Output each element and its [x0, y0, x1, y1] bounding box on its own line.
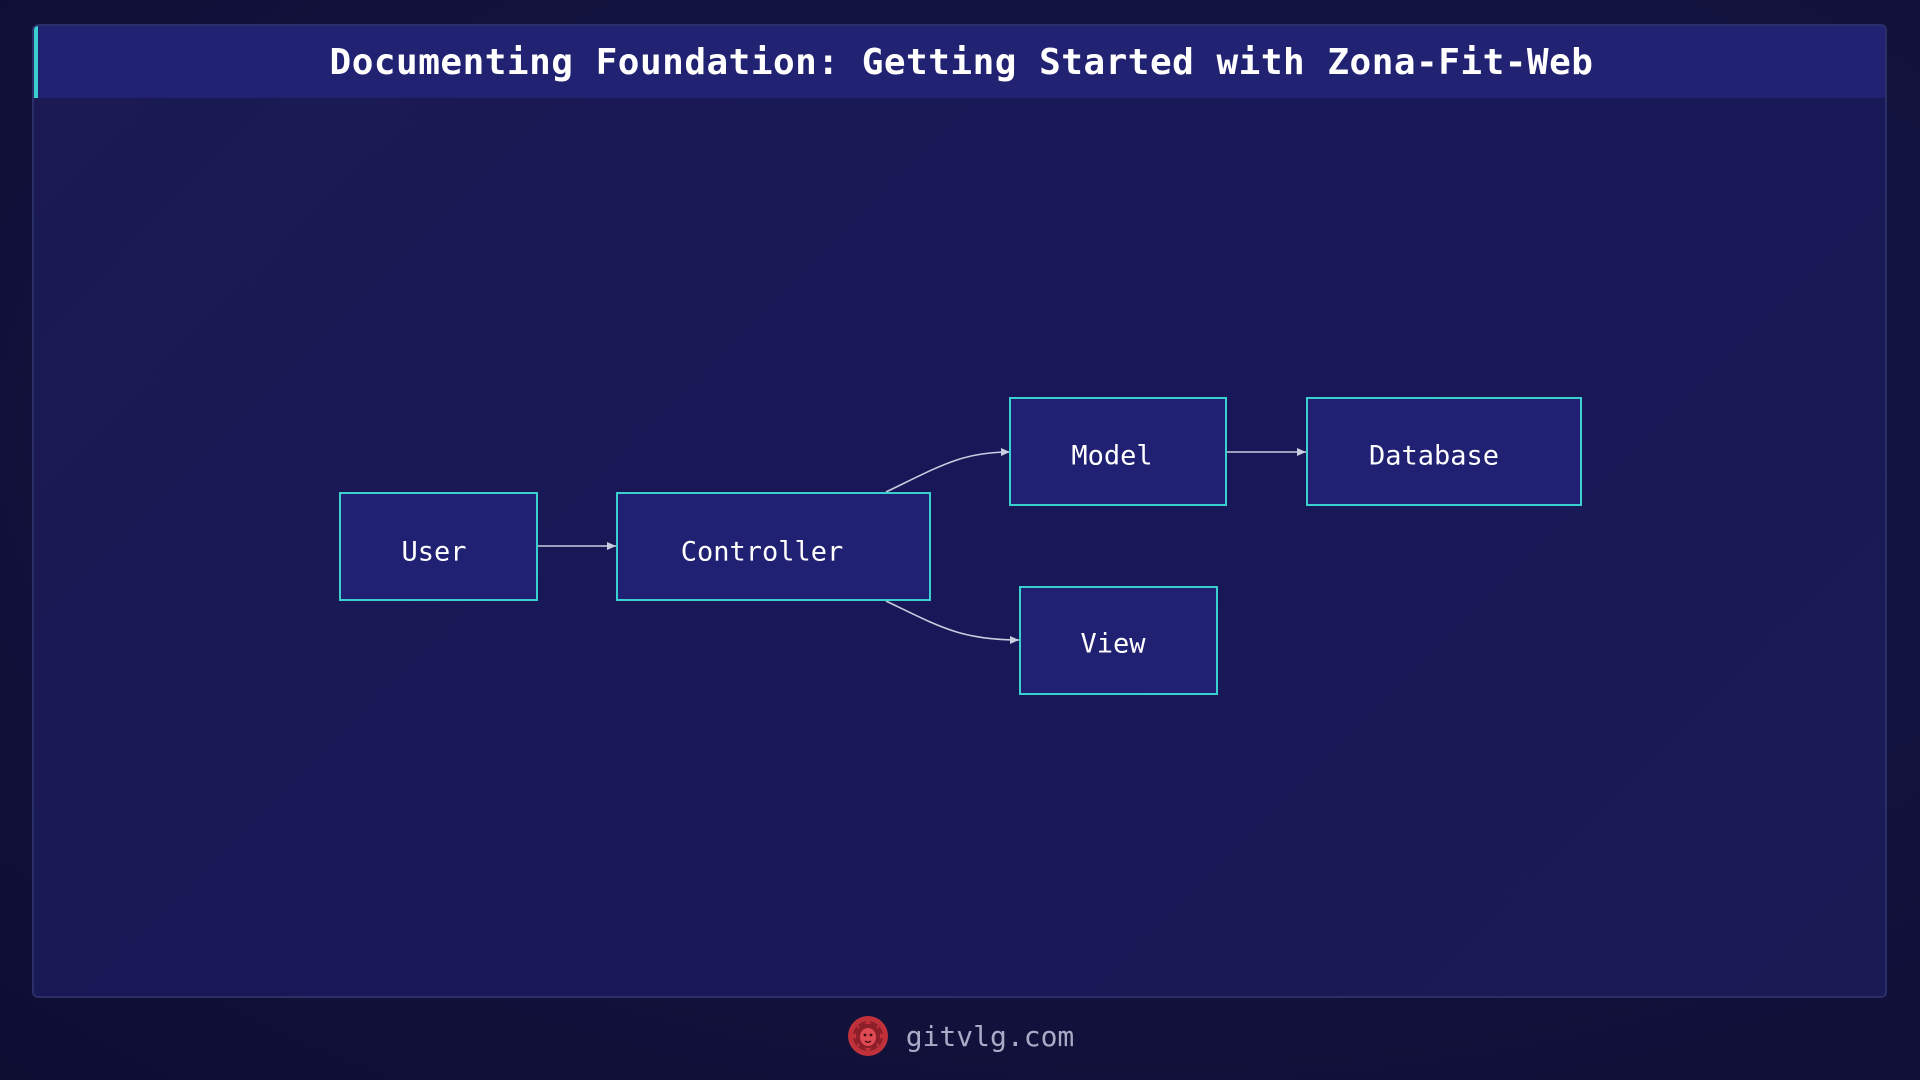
node-database-label: Database	[1369, 441, 1499, 472]
node-view: View	[1019, 586, 1218, 695]
node-controller-label: Controller	[681, 537, 844, 568]
node-model-label: Model	[1071, 441, 1152, 472]
node-controller: Controller	[616, 492, 931, 601]
title-bar: Documenting Foundation: Getting Started …	[34, 26, 1885, 98]
node-view-label: View	[1080, 629, 1146, 660]
edge-controller-model	[885, 448, 1011, 493]
lion-logo-icon	[847, 1016, 888, 1056]
page-title: Documenting Foundation: Getting Started …	[329, 41, 1594, 83]
node-user: User	[339, 492, 538, 601]
footer: gitvlg.com	[0, 1012, 1920, 1060]
node-user-label: User	[401, 537, 466, 568]
node-database: Database	[1306, 397, 1582, 506]
node-model: Model	[1009, 397, 1227, 506]
footer-site-link[interactable]: gitvlg.com	[905, 1019, 1075, 1053]
edge-controller-view	[885, 600, 1020, 644]
